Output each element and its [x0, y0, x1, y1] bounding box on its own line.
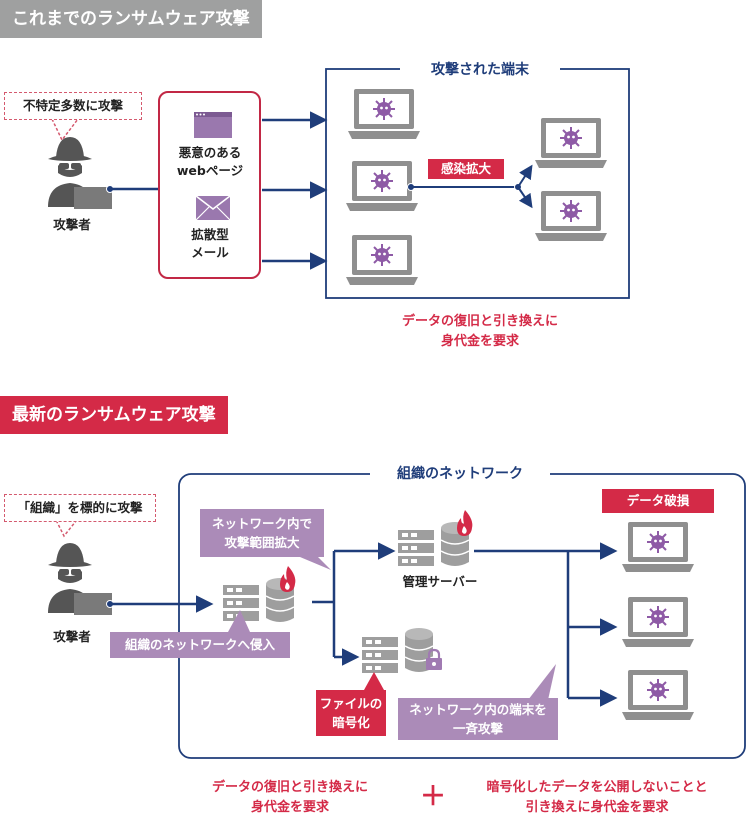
laptop-2c [621, 669, 695, 721]
section2-header: 最新のランサムウェア攻撃 [0, 396, 228, 434]
destroy-tag: データ破損 [602, 489, 714, 513]
attack-all-note: ネットワーク内の端末を 一斉攻撃 [398, 698, 558, 740]
section1-frame-title: 攻撃された端末 [400, 59, 560, 81]
attacker-icon-2 [48, 543, 112, 615]
section2-demand-left: データの復旧と引き換えに 身代金を要求 [160, 778, 420, 818]
plus-sign: ＋ [419, 782, 446, 812]
section2-frame-title: 組織のネットワーク [370, 463, 550, 485]
mgmt-flame-icon [457, 510, 473, 536]
infection-tag: 感染拡大 [428, 159, 504, 179]
entry-flame-icon [280, 566, 296, 592]
laptop-1c [345, 234, 419, 286]
section2-demand-right-line1: 暗号化したデータを公開しないことと [486, 780, 708, 795]
section2-demand-left-line1: データの復旧と引き換えに [211, 780, 368, 795]
section1-demand: データの復旧と引き換えに 身代金を要求 [350, 312, 610, 352]
vector-web-line2: webページ [176, 163, 244, 178]
vector-web-label: 悪意のある webページ [160, 144, 260, 180]
vector-mail-line1: 拡散型 [191, 227, 229, 242]
laptop-2a [621, 521, 695, 573]
encrypted-server-rack [362, 637, 398, 673]
encrypt-tag-line1: ファイルの [319, 696, 383, 711]
attack-all-line2: 一斉攻撃 [452, 721, 503, 736]
mgmt-server-label: 管理サーバー [402, 574, 478, 589]
mail-icon [195, 195, 231, 221]
section1-demand-line1: データの復旧と引き換えに [401, 314, 558, 329]
section1-callout: 不特定多数に攻撃 [4, 92, 142, 120]
attack-all-line1: ネットワーク内の端末を [409, 702, 547, 717]
section2-demand-right-line2: 引き換えに身代金を要求 [525, 800, 669, 815]
section1-attacker-label: 攻撃者 [53, 217, 91, 232]
vector-mail-line2: メール [191, 245, 229, 260]
section2-demand-left-line2: 身代金を要求 [250, 800, 329, 815]
section1-demand-line2: 身代金を要求 [440, 334, 519, 349]
spread-note-line2: 攻撃範囲拡大 [224, 535, 300, 550]
section2-callout: 「組織」を標的に攻撃 [4, 494, 156, 522]
lock-icon [426, 648, 442, 670]
spread-note: ネットワーク内で 攻撃範囲拡大 [200, 509, 324, 557]
laptop-1e [534, 190, 608, 242]
laptop-1d [534, 117, 608, 169]
spread-note-line1: ネットワーク内で [211, 516, 312, 531]
section2-attacker-label: 攻撃者 [53, 629, 91, 644]
vector-web-line1: 悪意のある [178, 145, 242, 160]
encrypt-tag-line2: 暗号化 [332, 715, 370, 730]
webpage-icon [194, 112, 232, 138]
encrypt-tag: ファイルの 暗号化 [316, 690, 386, 736]
laptop-1a [347, 88, 421, 140]
vector-mail-label: 拡散型 メール [160, 226, 260, 262]
mgmt-server-rack [398, 530, 434, 566]
intrusion-note: 組織のネットワークへ侵入 [110, 632, 290, 658]
laptop-2b [621, 596, 695, 648]
section1-header: これまでのランサムウェア攻撃 [0, 0, 262, 38]
section2-demand-right: 暗号化したデータを公開しないことと 引き換えに身代金を要求 [452, 778, 742, 818]
attacker-icon-1 [48, 137, 112, 209]
